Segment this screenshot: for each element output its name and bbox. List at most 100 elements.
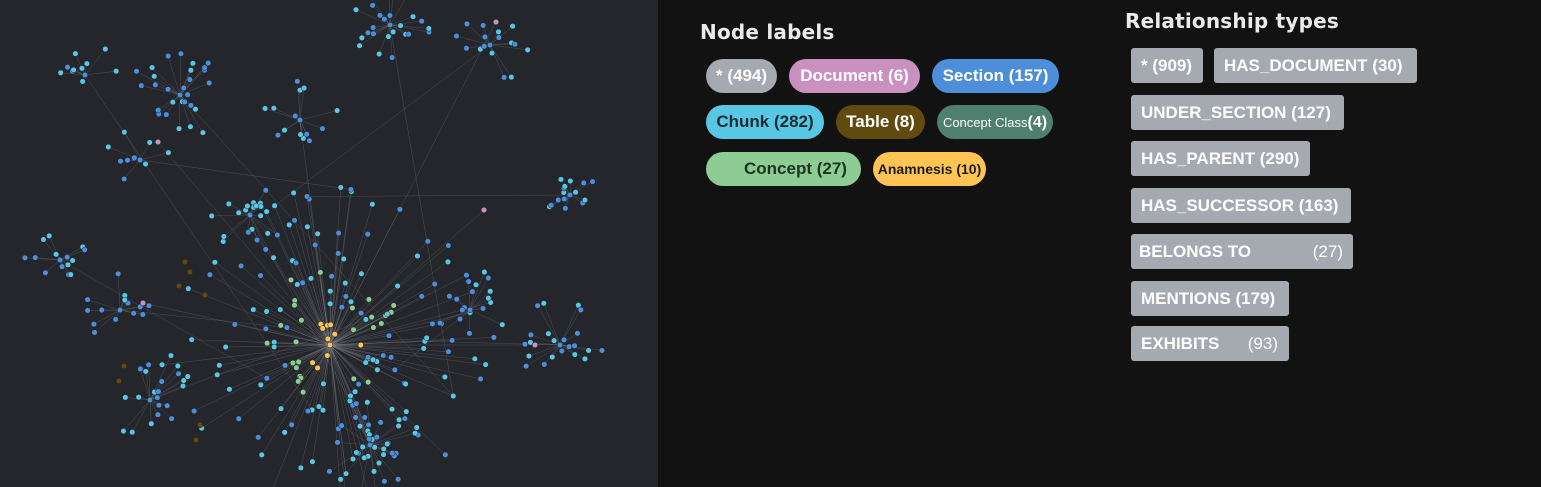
graph-node[interactable] — [319, 325, 326, 332]
graph-node[interactable] — [551, 337, 558, 344]
graph-node[interactable] — [154, 411, 161, 418]
graph-node[interactable] — [146, 139, 153, 146]
graph-node[interactable] — [163, 111, 170, 118]
graph-node[interactable] — [122, 394, 129, 401]
graph-node[interactable] — [32, 254, 39, 261]
graph-node[interactable] — [177, 50, 184, 57]
node-label-section[interactable]: Section (157) — [932, 59, 1059, 93]
graph-node[interactable] — [225, 200, 232, 207]
graph-node[interactable] — [405, 31, 412, 38]
graph-node[interactable] — [133, 68, 140, 75]
graph-node[interactable] — [164, 86, 172, 93]
graph-node[interactable] — [184, 373, 191, 380]
graph-node[interactable] — [365, 296, 372, 303]
graph-node[interactable] — [196, 421, 204, 429]
graph-node[interactable] — [216, 362, 223, 369]
graph-node[interactable] — [264, 340, 271, 347]
graph-node[interactable] — [293, 364, 300, 371]
graph-node[interactable] — [53, 251, 60, 258]
graph-node[interactable] — [186, 76, 193, 83]
rel-type-exhibits[interactable]: EXHIBITS (93) — [1131, 326, 1289, 361]
graph-node[interactable] — [167, 352, 175, 359]
graph-node[interactable] — [176, 125, 183, 132]
graph-node[interactable] — [353, 449, 360, 456]
graph-node[interactable] — [286, 221, 293, 228]
graph-node[interactable] — [471, 355, 478, 362]
rel-type-has-document[interactable]: HAS_DOCUMENT (30) — [1214, 48, 1417, 83]
graph-node[interactable] — [359, 443, 366, 451]
graph-node[interactable] — [158, 378, 165, 385]
graph-node[interactable] — [527, 331, 534, 338]
graph-node[interactable] — [450, 392, 457, 400]
graph-node[interactable] — [480, 206, 488, 214]
graph-node[interactable] — [64, 254, 71, 261]
graph-node[interactable] — [292, 338, 300, 345]
graph-node[interactable] — [181, 98, 188, 105]
graph-node[interactable] — [187, 102, 194, 109]
graph-node[interactable] — [418, 293, 425, 300]
graph-node[interactable] — [335, 250, 342, 257]
graph-node[interactable] — [81, 246, 88, 253]
node-label-table[interactable]: Table (8) — [836, 105, 925, 139]
graph-node[interactable] — [445, 348, 452, 355]
graph-node[interactable] — [271, 202, 278, 209]
graph-node[interactable] — [201, 291, 209, 299]
graph-node[interactable] — [179, 382, 187, 390]
graph-node[interactable] — [289, 359, 296, 367]
graph-node[interactable] — [463, 45, 470, 52]
graph-node[interactable] — [165, 52, 172, 60]
graph-node[interactable] — [423, 334, 430, 341]
graph-node[interactable] — [420, 345, 427, 352]
graph-node[interactable] — [534, 302, 541, 309]
graph-node[interactable] — [401, 415, 408, 422]
graph-node[interactable] — [281, 127, 288, 134]
graph-node[interactable] — [463, 20, 471, 27]
graph-node[interactable] — [370, 356, 377, 363]
graph-node[interactable] — [72, 50, 79, 57]
graph-node[interactable] — [64, 261, 71, 268]
graph-node[interactable] — [572, 189, 579, 196]
graph-node[interactable] — [442, 451, 449, 458]
graph-node[interactable] — [381, 16, 388, 23]
graph-node[interactable] — [292, 112, 299, 120]
graph-node[interactable] — [79, 78, 86, 85]
graph-node[interactable] — [192, 436, 200, 444]
graph-node[interactable] — [370, 24, 377, 31]
graph-node[interactable] — [263, 308, 270, 315]
graph-node[interactable] — [545, 330, 552, 337]
graph-node[interactable] — [155, 402, 162, 409]
graph-node[interactable] — [67, 271, 74, 278]
graph-node[interactable] — [369, 201, 376, 208]
graph-node[interactable] — [384, 440, 391, 448]
graph-node[interactable] — [152, 81, 159, 88]
graph-node[interactable] — [445, 242, 452, 249]
graph-node[interactable] — [424, 238, 431, 245]
graph-node[interactable] — [351, 388, 359, 395]
graph-node[interactable] — [84, 296, 91, 303]
graph-node[interactable] — [175, 370, 182, 377]
graph-node[interactable] — [459, 307, 466, 314]
graph-node[interactable] — [206, 79, 213, 87]
graph-node[interactable] — [337, 476, 344, 483]
graph-node[interactable] — [377, 419, 384, 426]
graph-node[interactable] — [429, 320, 436, 327]
graph-node[interactable] — [560, 336, 568, 343]
graph-node[interactable] — [139, 299, 147, 307]
graph-node[interactable] — [181, 258, 189, 266]
graph-node[interactable] — [482, 361, 489, 368]
graph-node[interactable] — [149, 64, 156, 71]
graph-node[interactable] — [585, 347, 592, 354]
graph-node[interactable] — [555, 196, 562, 204]
graph-node[interactable] — [258, 451, 265, 458]
graph-node[interactable] — [151, 73, 158, 80]
graph-node[interactable] — [390, 28, 397, 35]
graph-node[interactable] — [81, 71, 89, 79]
graph-node[interactable] — [117, 158, 124, 165]
graph-node[interactable] — [495, 34, 502, 41]
graph-node[interactable] — [46, 232, 53, 239]
graph-node[interactable] — [270, 254, 277, 261]
graph-node[interactable] — [291, 302, 298, 309]
graph-node[interactable] — [531, 341, 539, 349]
graph-node[interactable] — [312, 241, 319, 248]
graph-node[interactable] — [396, 416, 403, 423]
